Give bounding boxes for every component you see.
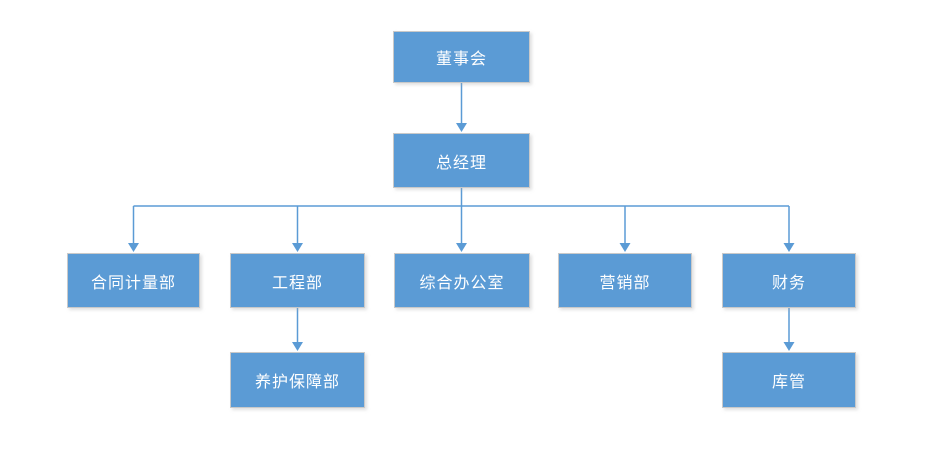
org-node-finance: 财务 (722, 253, 856, 308)
org-node-general-office-label: 综合办公室 (419, 272, 505, 292)
org-node-warehouse-management-label: 库管 (771, 372, 806, 391)
org-node-finance-label: 财务 (771, 272, 806, 292)
org-node-general-office: 综合办公室 (394, 253, 530, 308)
org-node-general-manager: 总经理 (393, 133, 530, 188)
org-node-contract-measurement-dept: 合同计量部 (67, 253, 200, 308)
org-node-warehouse-management: 库管 (722, 352, 856, 408)
org-node-marketing-dept: 营销部 (558, 253, 692, 308)
org-node-marketing-dept-label: 营销部 (599, 272, 651, 292)
org-node-maintenance-support-dept: 养护保障部 (230, 352, 365, 408)
org-node-board: 董事会 (393, 31, 530, 83)
org-node-engineering-dept-label: 工程部 (271, 272, 323, 292)
org-node-engineering-dept: 工程部 (230, 253, 365, 308)
org-node-board-label: 董事会 (435, 49, 487, 68)
org-node-maintenance-support-dept-label: 养护保障部 (254, 372, 340, 391)
org-node-contract-measurement-dept-label: 合同计量部 (90, 272, 176, 292)
org-node-general-manager-label: 总经理 (435, 152, 487, 172)
